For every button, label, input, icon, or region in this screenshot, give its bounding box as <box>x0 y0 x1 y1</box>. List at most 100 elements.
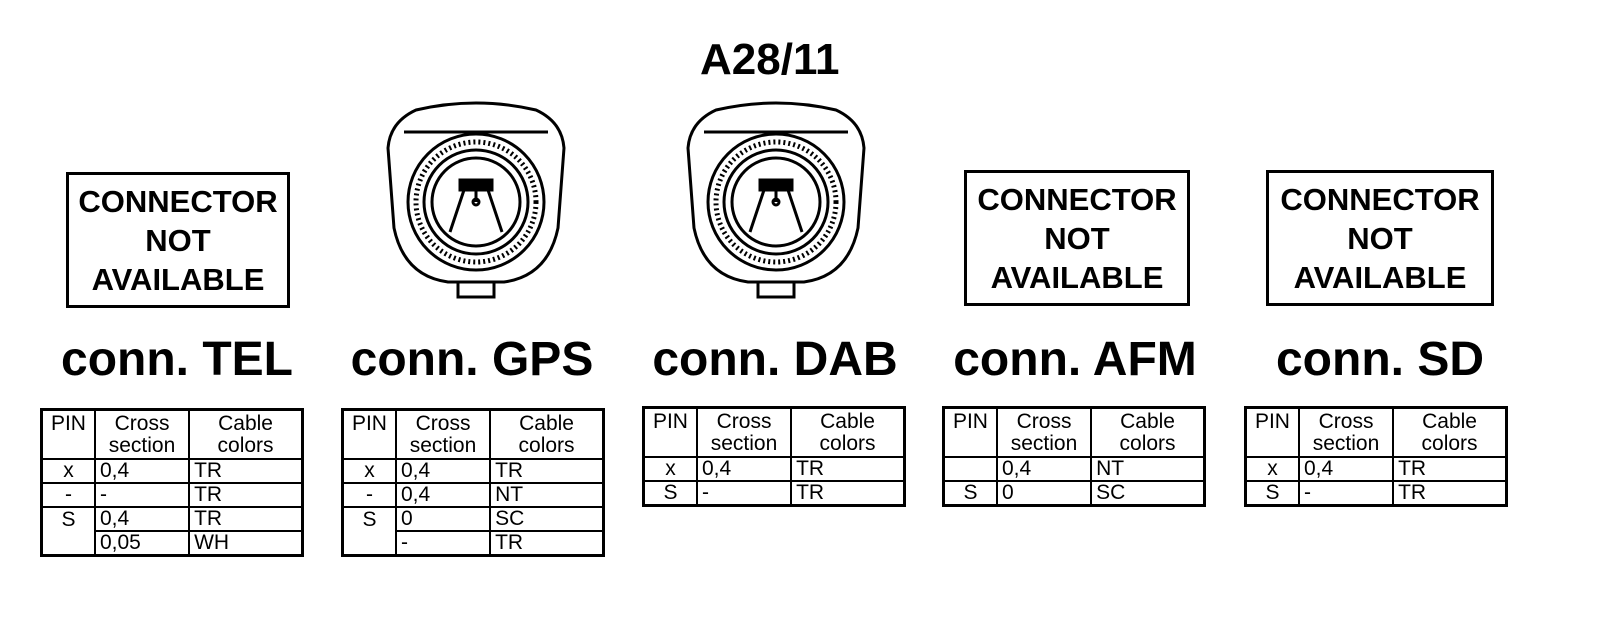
color-cell: TR <box>188 506 304 532</box>
color-cell: TR <box>489 458 605 484</box>
dab-connector-pin-legs <box>748 189 804 233</box>
dab-connector-middle-ring <box>722 148 830 256</box>
cross-cell: 0,05 <box>93 530 191 557</box>
color-cell: TR <box>489 530 605 557</box>
cross-cell: 0,4 <box>93 506 191 532</box>
pin-header: PIN <box>642 407 698 458</box>
pin-cell <box>341 531 397 557</box>
table-row: S-TR <box>1244 480 1508 507</box>
cross-cell: - <box>695 480 793 507</box>
cross-cell: 0 <box>995 480 1093 507</box>
afm-not-available-box: CONNECTOR NOT AVAILABLE <box>964 170 1190 306</box>
cross-cell: - <box>394 530 492 557</box>
cross-cell: - <box>93 482 191 508</box>
color-cell: TR <box>790 480 906 507</box>
colors-header-line-1: Cable <box>1422 410 1477 433</box>
cross-header-line-1: Cross <box>415 412 471 435</box>
gps-connector-tab <box>456 280 496 299</box>
table-row: -TR <box>341 530 605 557</box>
color-cell: TR <box>1392 456 1508 482</box>
cross-header-line-2: section <box>409 434 477 457</box>
cross-cell: 0,4 <box>93 458 191 484</box>
pin-header: PIN <box>40 409 96 460</box>
color-cell: WH <box>188 530 304 557</box>
table-row: --TR <box>40 482 304 508</box>
dab-connector-housing-shape <box>686 101 866 284</box>
diagram-title: A28/11 <box>700 35 840 84</box>
na-line-2: NOT <box>145 222 211 258</box>
cross-cell: 0,4 <box>1297 456 1395 482</box>
cross-cell: 0,4 <box>394 482 492 508</box>
sd-connector-label: conn. SD <box>1275 333 1484 386</box>
na-line-1: CONNECTOR <box>1280 181 1480 217</box>
color-cell: SC <box>489 506 605 532</box>
colors-header-line-2: colors <box>1119 432 1176 455</box>
na-line-3: AVAILABLE <box>990 259 1164 295</box>
pin-cell: - <box>341 482 397 508</box>
pin-cell: S <box>1244 480 1300 507</box>
color-cell: NT <box>1090 456 1206 482</box>
color-cell: TR <box>188 482 304 508</box>
pin-cell: S <box>40 506 96 531</box>
pin-cell <box>40 531 96 557</box>
na-line-2: NOT <box>1044 220 1110 256</box>
color-cell: TR <box>790 456 906 482</box>
pin-cell: x <box>341 458 397 484</box>
tel-not-available-box: CONNECTOR NOT AVAILABLE <box>66 172 290 308</box>
dab-connector-tab <box>756 280 796 299</box>
gps-connector-pin-head <box>458 178 494 192</box>
pin-cell: x <box>40 458 96 484</box>
pin-cell: S <box>341 506 397 531</box>
pin-cell: - <box>40 482 96 508</box>
cross-cell: 0,4 <box>695 456 793 482</box>
pin-header: PIN <box>942 407 998 458</box>
colors-header-line-1: Cable <box>218 412 273 435</box>
cross-header-line-1: Cross <box>1318 410 1374 433</box>
table-row: S-TR <box>642 480 906 507</box>
na-line-3: AVAILABLE <box>1293 259 1467 295</box>
color-cell: TR <box>188 458 304 484</box>
cross-header-line-1: Cross <box>1016 410 1072 433</box>
colors-header-line-2: colors <box>518 434 575 457</box>
gps-connector-housing-shape <box>386 101 566 284</box>
gps-connector-label: conn. GPS <box>350 333 594 386</box>
colors-header-line-1: Cable <box>820 410 875 433</box>
color-cell: TR <box>1392 480 1508 507</box>
gps-connector-pin-legs <box>448 189 504 233</box>
cross-cell: - <box>1297 480 1395 507</box>
colors-header-line-1: Cable <box>519 412 574 435</box>
tel-connector-label: conn. TEL <box>61 333 293 386</box>
pin-cell: x <box>1244 456 1300 482</box>
pin-cell: S <box>942 480 998 507</box>
pin-header: PIN <box>1244 407 1300 458</box>
pin-cell <box>942 456 998 482</box>
pin-cell: x <box>642 456 698 482</box>
gps-connector-drawing <box>386 101 566 299</box>
cross-header-line-2: section <box>1010 432 1078 455</box>
colors-header-line-2: colors <box>1421 432 1478 455</box>
colors-header-line-2: colors <box>819 432 876 455</box>
pin-cell: S <box>642 480 698 507</box>
color-cell: NT <box>489 482 605 508</box>
gps-connector-outer-ring <box>406 132 546 272</box>
